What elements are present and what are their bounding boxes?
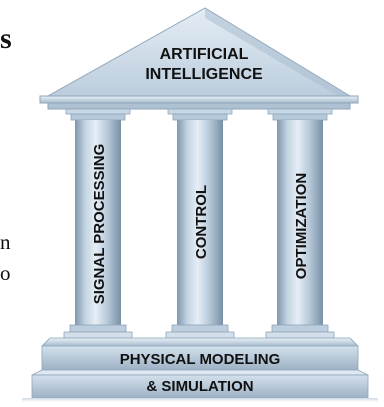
pillar-shaft — [177, 120, 223, 325]
base-label-line2: & SIMULATION — [146, 378, 253, 395]
pillar-capital-neck — [272, 113, 328, 121]
pillar-shaft — [277, 120, 323, 325]
pillar-capital-neck — [70, 113, 126, 121]
cropped-text-fragment: s — [0, 22, 12, 55]
roof-shade — [205, 8, 350, 96]
base-label-line1: PHYSICAL MODELING — [120, 351, 281, 368]
pillar-shaft — [75, 120, 121, 325]
pillar-signal-processing: SIGNAL PROCESSING — [63, 108, 133, 339]
pillar-capital-neck — [172, 113, 228, 121]
pillar-label: CONTROL — [193, 185, 210, 259]
pillar-capital — [267, 108, 333, 115]
roof-label-line2: INTELLIGENCE — [145, 66, 263, 83]
pillar-base — [171, 324, 229, 333]
pillar-capital — [65, 108, 131, 115]
pillar-plinth — [165, 331, 235, 339]
base-steps: PHYSICAL MODELING & SIMULATION — [22, 337, 378, 402]
pillar-capital — [167, 108, 233, 115]
pillar-base — [69, 324, 127, 333]
pillar-optimization: OPTIMIZATION — [265, 108, 335, 339]
step-lower-top-face — [31, 369, 369, 376]
cropped-text-fragment: o — [0, 261, 11, 285]
roof: ARTIFICIAL INTELLIGENCE — [39, 7, 359, 110]
step-top-face — [41, 337, 359, 347]
floor-shadow — [22, 398, 378, 402]
cropped-text-fragment: n — [0, 230, 11, 254]
roof-cornice — [39, 95, 359, 104]
pillar-plinth — [265, 331, 335, 339]
pillar-label: OPTIMIZATION — [293, 173, 310, 279]
pillar-base — [271, 324, 329, 333]
pillar-control: CONTROL — [165, 108, 235, 339]
step-upper — [41, 345, 359, 371]
pillar-label: SIGNAL PROCESSING — [91, 144, 108, 305]
pillar-plinth — [63, 331, 133, 339]
roof-label-line1: ARTIFICIAL — [160, 46, 249, 63]
roof-architrave — [47, 102, 351, 110]
